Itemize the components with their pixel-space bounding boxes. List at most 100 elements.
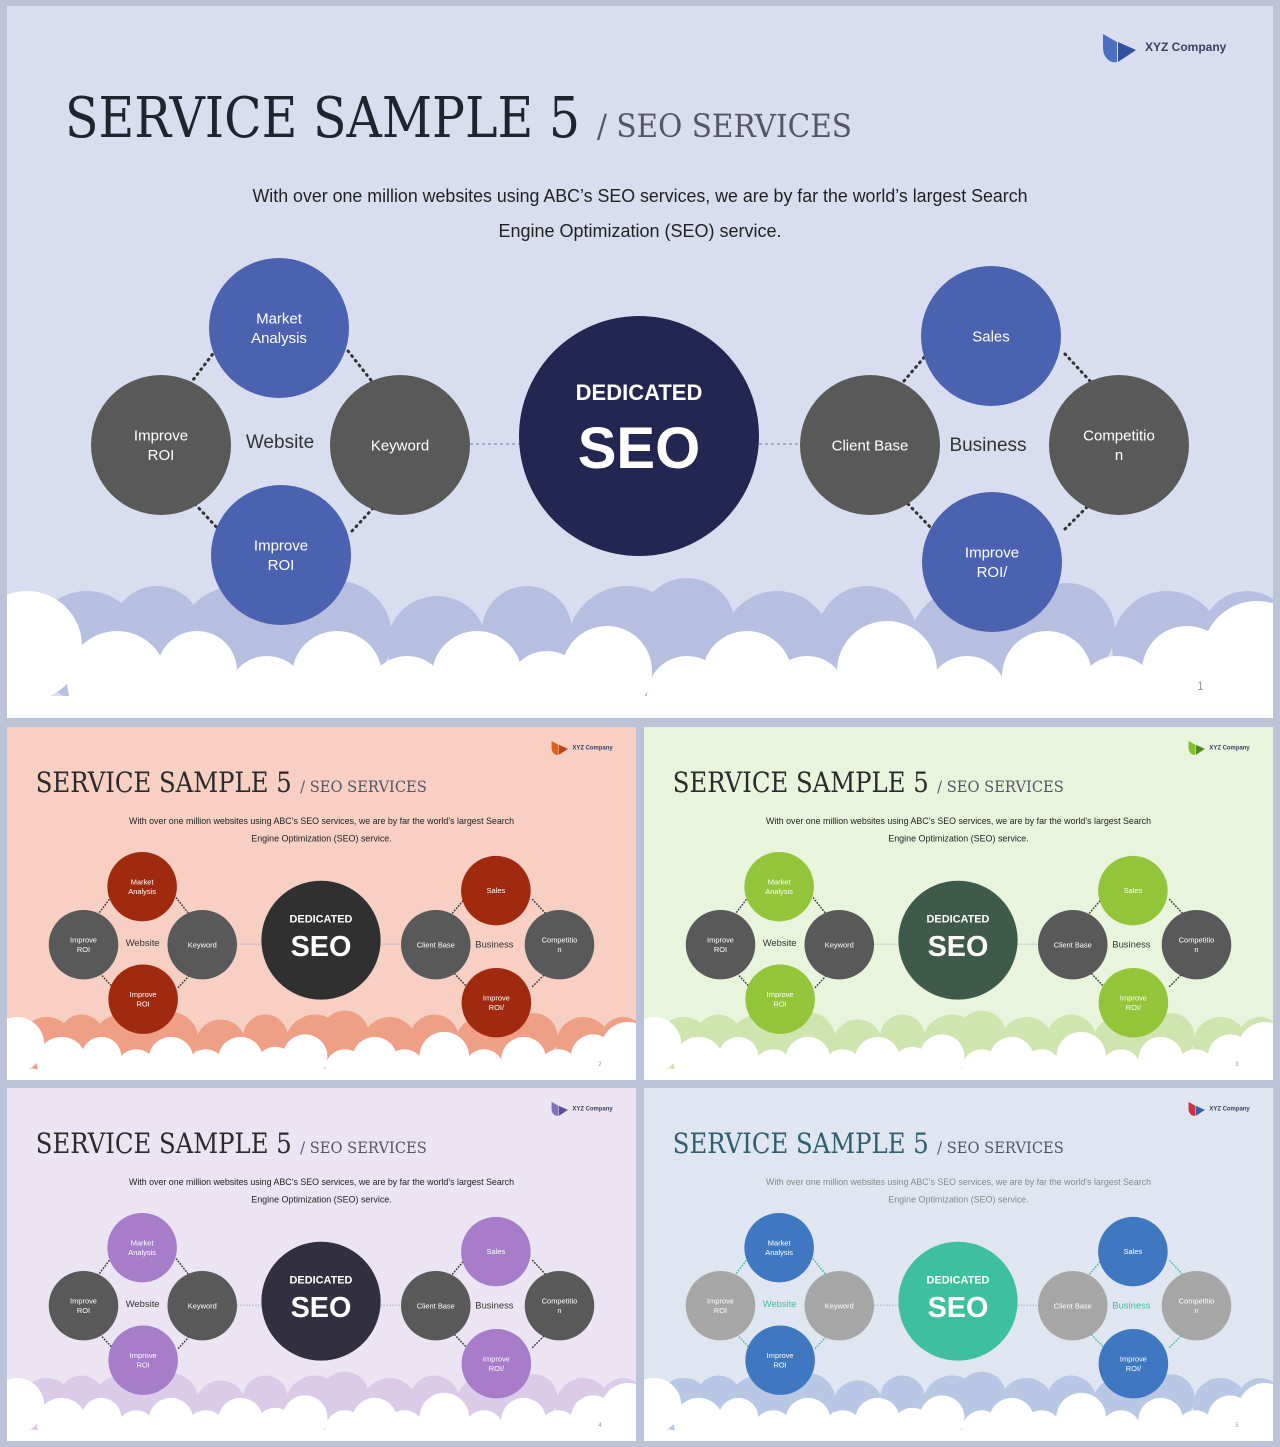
right-node-improve-roi-label: Improve xyxy=(1120,993,1147,1002)
center-main-label: SEO xyxy=(928,1292,989,1324)
right-hub-label: Business xyxy=(1112,1300,1151,1311)
dotted-arc xyxy=(1090,973,1105,988)
right-node-client-base: Client Base xyxy=(1037,1270,1108,1341)
logo-arrow-icon xyxy=(558,744,568,755)
left-node-improve-roi-label: Improve xyxy=(707,1296,734,1305)
center-main-label: SEO xyxy=(291,1292,352,1324)
left-node-market-analysis-label: Analysis xyxy=(765,1248,793,1257)
dotted-arc xyxy=(453,1334,468,1349)
left-node-improve-roi-bottom-circle xyxy=(745,964,815,1034)
cloud-puff xyxy=(644,1378,682,1433)
right-node-competition-circle xyxy=(1049,375,1189,515)
center-main-label: SEO xyxy=(928,931,989,963)
right-node-improve-roi-label: Improve xyxy=(483,993,510,1002)
left-node-keyword-circle xyxy=(804,909,875,980)
right-node-improve-roi-label: Improve xyxy=(1120,1354,1147,1363)
cloud-front-layer xyxy=(7,591,1273,718)
page-title: SERVICE SAMPLE 5 xyxy=(65,86,580,151)
right-node-improve-roi-circle xyxy=(922,492,1062,632)
dotted-arc xyxy=(1063,502,1092,531)
right-node-competition-circle xyxy=(524,1270,595,1341)
cloud-puff xyxy=(718,1036,759,1077)
dotted-arcs xyxy=(188,349,1092,533)
dotted-arc xyxy=(97,1258,112,1277)
description-line-2: Engine Optimization (SEO) service. xyxy=(498,221,781,241)
dotted-arc xyxy=(812,1258,828,1277)
left-hub-label: Website xyxy=(763,937,797,948)
dotted-arc xyxy=(175,1258,191,1277)
dotted-arc xyxy=(1168,1259,1183,1275)
dotted-arc xyxy=(99,1334,114,1350)
right-node-improve-roi-circle xyxy=(461,1328,532,1399)
cloud-puff xyxy=(81,1397,122,1438)
description-line-2: Engine Optimization (SEO) service. xyxy=(888,834,1028,844)
left-node-improve-roi-bottom-circle xyxy=(211,485,351,625)
center-circle xyxy=(519,316,759,556)
page-number: 1 xyxy=(1197,679,1204,693)
right-node-client-base-circle xyxy=(800,375,940,515)
left-node-improve-roi-circle xyxy=(685,1270,756,1341)
left-node-improve-roi-bottom-label: Improve xyxy=(767,1351,794,1360)
dotted-arcs xyxy=(734,897,1183,989)
company-logo: XYZ Company xyxy=(551,1101,613,1116)
page-subtitle: / SEO SERVICES xyxy=(937,777,1064,796)
cloud-front-layer xyxy=(644,1017,1273,1080)
cloud-base xyxy=(7,1430,636,1441)
dotted-arc xyxy=(902,352,929,383)
right-node-competition-label: n xyxy=(557,945,561,954)
right-node-sales-label: Sales xyxy=(487,886,506,895)
cloud-puff xyxy=(1056,1392,1107,1441)
dotted-arc xyxy=(1168,1334,1183,1349)
company-name: XYZ Company xyxy=(1209,1106,1250,1112)
dotted-arc xyxy=(531,1334,546,1349)
cloud-base xyxy=(7,696,1273,718)
right-node-client-base-circle xyxy=(1037,909,1108,980)
right-node-sales-label: Sales xyxy=(972,328,1010,345)
right-node-improve-roi-label: Improve xyxy=(483,1354,510,1363)
page-subtitle: / SEO SERVICES xyxy=(300,777,427,796)
right-node-competition-label: n xyxy=(1194,945,1198,954)
center-top-label: DEDICATED xyxy=(576,380,703,405)
dotted-arc xyxy=(1168,898,1183,914)
description-line-1: With over one million websites using ABC… xyxy=(253,186,1028,206)
cloud-base xyxy=(644,1430,1273,1441)
right-hub-label: Business xyxy=(949,435,1026,456)
description-line-2: Engine Optimization (SEO) service. xyxy=(888,1195,1028,1205)
right-hub-label: Business xyxy=(475,939,514,950)
dotted-arc xyxy=(531,973,546,988)
left-node-improve-roi-bottom-label: ROI xyxy=(137,1361,150,1370)
cloud-puff xyxy=(81,1036,122,1077)
logo-arrow-icon xyxy=(1195,1105,1205,1116)
right-node-sales: Sales xyxy=(1098,1216,1168,1287)
cloud-puff xyxy=(282,1034,328,1080)
dotted-arc xyxy=(99,973,114,989)
company-logo: XYZ Company xyxy=(551,740,613,755)
cloud-base xyxy=(644,1069,1273,1080)
right-node-competition-label: n xyxy=(1194,1306,1198,1315)
left-node-keyword-circle xyxy=(804,1270,875,1341)
left-node-market-analysis-circle xyxy=(209,258,349,398)
left-node-keyword: Keyword xyxy=(804,909,875,980)
center-top-label: DEDICATED xyxy=(927,1274,990,1286)
description-line-1: With over one million websites using ABC… xyxy=(766,1177,1151,1187)
center-main-label: SEO xyxy=(291,931,352,963)
dotted-arc xyxy=(1168,973,1183,988)
dotted-arc xyxy=(531,1259,546,1275)
left-node-improve-roi-label: ROI xyxy=(714,1306,727,1315)
cloud-puff xyxy=(600,1383,636,1438)
